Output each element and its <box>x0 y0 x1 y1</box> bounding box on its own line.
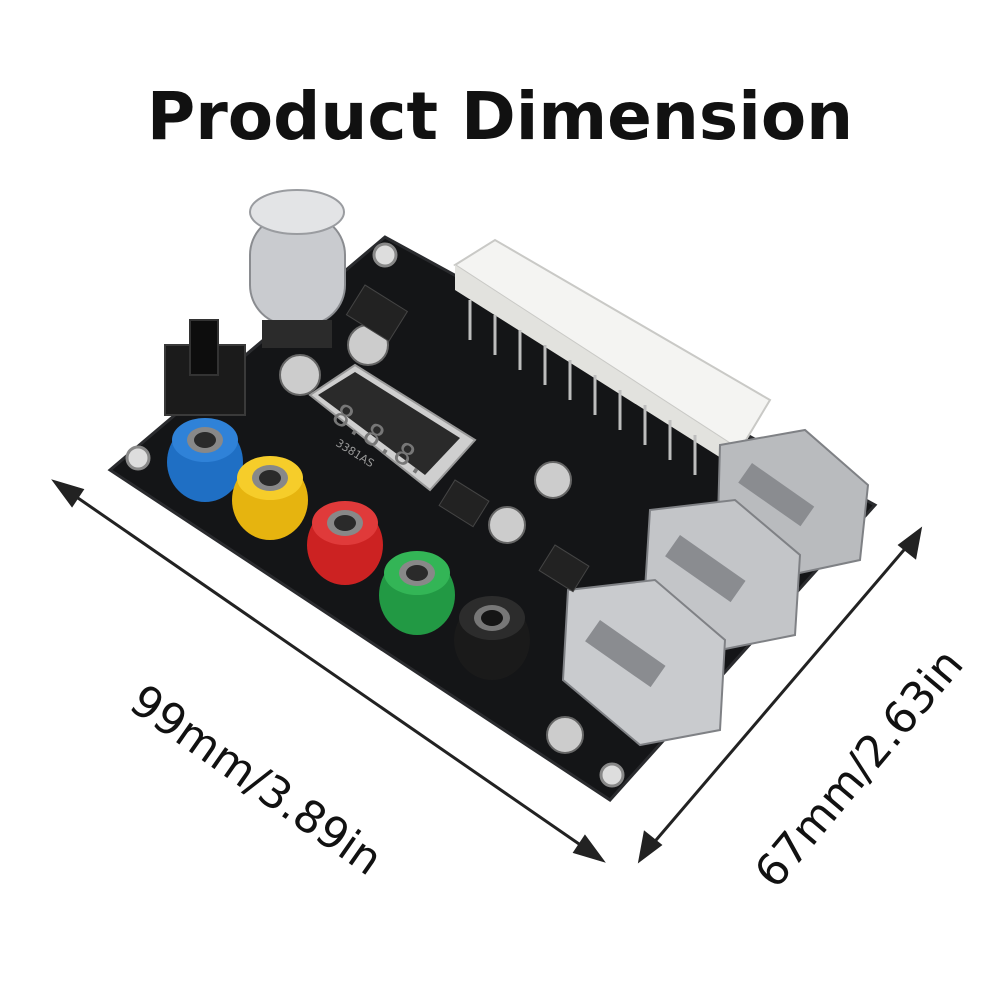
jack-black <box>454 596 530 680</box>
voltage-display: 8.8.8. 3381AS <box>308 363 477 492</box>
atx-power-connector <box>453 238 772 475</box>
jack-yellow <box>232 456 308 540</box>
mounting-holes <box>125 242 855 788</box>
smd-chips <box>345 284 590 593</box>
depth-dimension-arrow <box>637 526 923 864</box>
slide-switch <box>164 319 246 416</box>
width-dimension-arrow <box>51 479 606 863</box>
jack-red <box>307 501 383 585</box>
jack-blue <box>167 418 243 502</box>
usb-ports <box>561 428 870 747</box>
banana-jacks <box>167 418 530 680</box>
jack-green <box>379 551 455 635</box>
page-title: Product Dimension <box>146 78 854 155</box>
potentiometer-knob <box>249 189 346 348</box>
